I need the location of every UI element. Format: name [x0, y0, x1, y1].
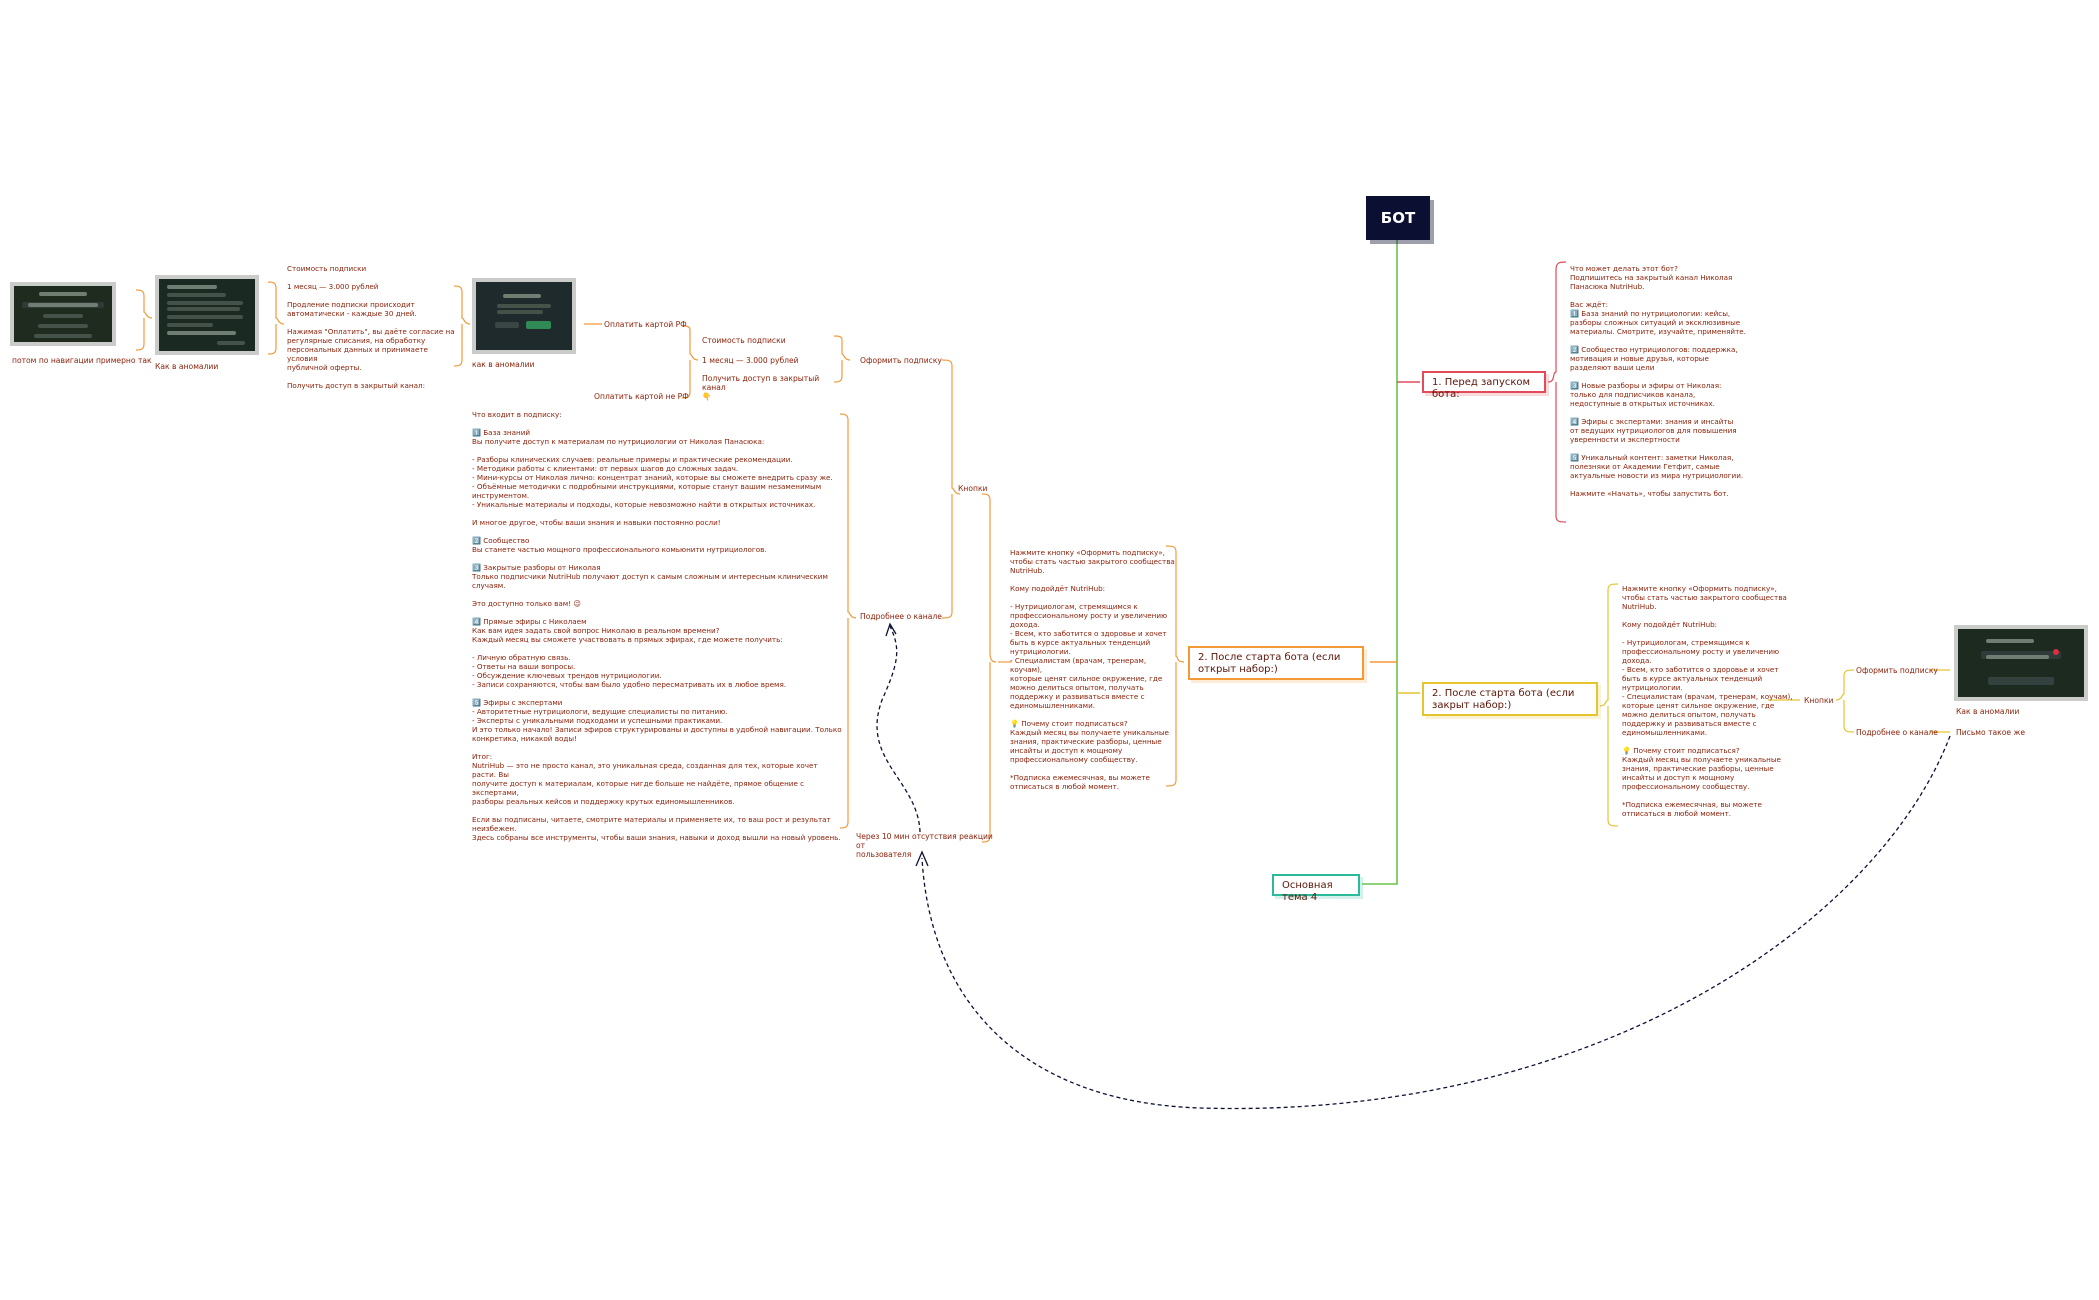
screenshot-pay: [472, 278, 576, 354]
dashed-link-letter-arrow: [915, 850, 929, 867]
root-node[interactable]: БОТ: [1366, 196, 1430, 240]
closed-body: Нажмите кнопку «Оформить подписку», чтоб…: [1622, 584, 1793, 818]
screenshot-anomaly-left: [155, 275, 259, 355]
price-mid: Стоимость подписки: [702, 336, 786, 345]
before-start-body: Что может делать этот бот? Подпишитесь н…: [1570, 264, 1746, 498]
branch-main-topic-4[interactable]: Основная тема 4: [1272, 874, 1360, 903]
screenshot-subscribe-closed: [1954, 625, 2088, 701]
bracket-buttons-mid: [941, 359, 961, 619]
price-left-block: Стоимость подписки 1 месяц — 3.000 рубле…: [287, 264, 455, 390]
screenshot-navigation: [10, 282, 116, 346]
dashed-link-arrow: [885, 622, 897, 637]
pay-rf[interactable]: Оплатить картой РФ: [604, 320, 687, 329]
letter-same: Письмо такое же: [1956, 728, 2025, 737]
branch-before-start[interactable]: 1. Перед запуском бота:: [1422, 371, 1546, 400]
after-10min: Через 10 мин отсутствия реакции от польз…: [856, 832, 993, 859]
get-access-mid: Получить доступ в закрытый канал 👇: [702, 374, 820, 401]
more-mid[interactable]: Подробнее о канале: [860, 612, 942, 621]
more-right[interactable]: Подробнее о канале: [1856, 728, 1938, 737]
branch-after-closed[interactable]: 2. После старта бота (если закрыт набор:…: [1422, 682, 1598, 716]
trunk-line: [1362, 238, 1398, 885]
bracket-before: [1547, 261, 1567, 523]
bracket-left-nav: [135, 289, 153, 351]
as-anomaly-right: Как в аномалии: [1956, 707, 2020, 716]
pay-non-rf[interactable]: Оплатить картой не РФ: [594, 392, 689, 401]
branch-after-open[interactable]: 2. После старта бота (если открыт набор:…: [1188, 646, 1364, 680]
subscribe-mid[interactable]: Оформить подписку: [860, 356, 942, 365]
month-mid: 1 месяц — 3.000 рублей: [702, 356, 799, 365]
open-body: Нажмите кнопку «Оформить подписку», чтоб…: [1010, 548, 1175, 791]
bracket-left-block: [267, 281, 285, 355]
dashed-link-reminder: [876, 625, 921, 833]
dashed-link-letter: [921, 735, 1951, 1110]
as-anomaly-small: как в аномалии: [472, 360, 535, 369]
bracket-shot-mid: [453, 285, 471, 367]
about-channel-body: Что входит в подписку: 1️⃣ База знаний В…: [472, 410, 842, 842]
bracket-more-mid: [839, 413, 857, 829]
nav-caption: потом по навигации примерно так: [12, 356, 152, 365]
bracket-pay: [681, 325, 699, 399]
buttons-mid[interactable]: Кнопки: [958, 484, 988, 493]
bracket-open-buttons: [981, 493, 997, 843]
bracket-open: [1165, 545, 1185, 787]
bracket-closed: [1599, 583, 1619, 827]
subscribe-right[interactable]: Оформить подписку: [1856, 666, 1938, 675]
as-anomaly-left: Как в аномалии: [155, 362, 219, 371]
bracket-closed-buttons: [1835, 669, 1855, 733]
bracket-subscribe-mid: [833, 335, 851, 383]
buttons-right[interactable]: Кнопки: [1804, 696, 1834, 705]
